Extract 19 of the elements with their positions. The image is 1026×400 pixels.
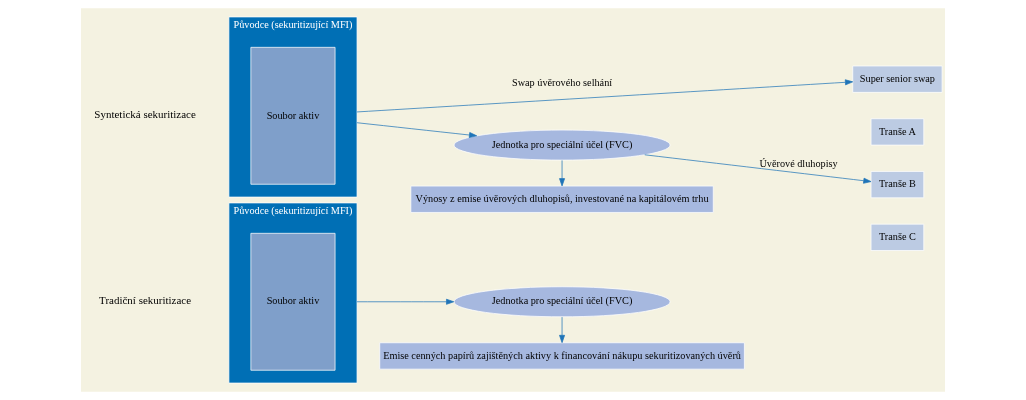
node-ellipse: Jednotka pro speciální účel (FVC) <box>453 286 671 318</box>
node-box: Super senior swap <box>852 65 943 93</box>
node-box: Výnosy z emise úvěrových dluhopisů, investované na kapitálovém trhu <box>410 185 714 213</box>
arrow <box>559 160 565 187</box>
label: Syntetická sekuritizace <box>94 108 196 121</box>
node-box: Soubor aktiv <box>250 232 336 371</box>
arrow <box>356 122 478 138</box>
edge-label: Úvěrové dluhopisy <box>759 158 838 170</box>
arrow <box>644 154 872 184</box>
node-box: Tranše B <box>870 171 925 199</box>
arrow <box>559 316 565 343</box>
node-box: Tranše A <box>870 118 925 146</box>
arrow <box>356 298 455 305</box>
node-box: Soubor aktiv <box>250 46 336 185</box>
node-box: Tranše C <box>870 223 925 251</box>
label: Tradiční sekuritizace <box>99 294 192 307</box>
arrow <box>356 79 854 113</box>
edge-label: Swap úvěrového selhání <box>511 76 613 88</box>
node-box: Emise cenných papírů zajištěných aktivy k financování nákupu sekuritizovaných úvěrů <box>379 342 745 370</box>
